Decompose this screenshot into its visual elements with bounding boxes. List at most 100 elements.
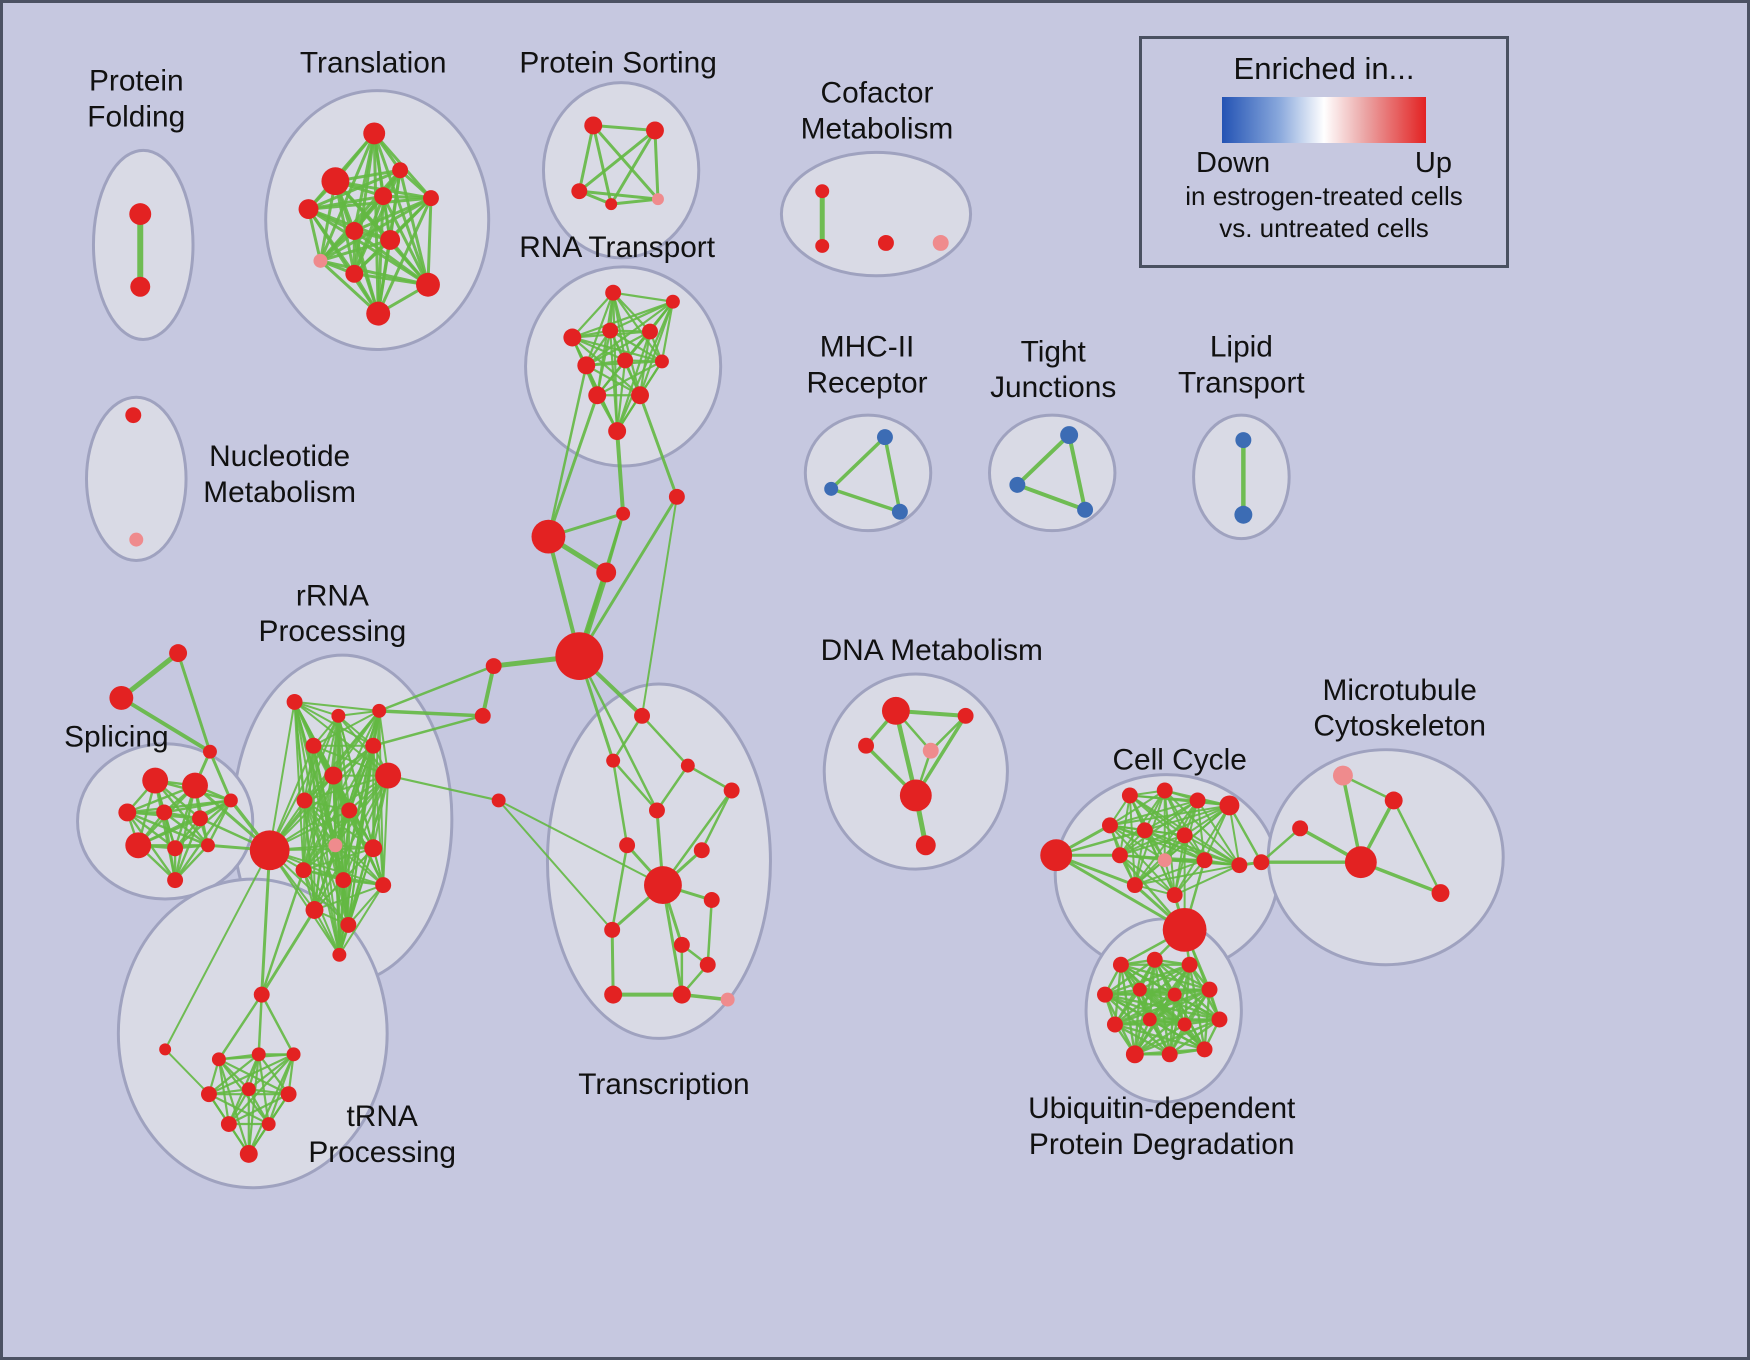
- edge: [119, 695, 212, 754]
- edge: [1143, 829, 1241, 867]
- edge: [571, 336, 642, 397]
- node-rr15: [305, 901, 324, 919]
- node-cc5: [1219, 795, 1240, 816]
- node-cc11: [1196, 852, 1213, 869]
- edge: [426, 196, 433, 287]
- node-rt10: [631, 386, 650, 405]
- edge: [347, 809, 351, 926]
- edge: [207, 1093, 270, 1126]
- edge: [577, 189, 660, 201]
- cluster-label-dna-metabolism: DNA Metabolism: [821, 634, 1043, 667]
- edge: [686, 764, 733, 792]
- edge: [268, 700, 296, 852]
- edge: [1128, 794, 1206, 862]
- node-ps4: [605, 198, 618, 211]
- legend-down-up-row: Down Up: [1196, 147, 1452, 180]
- edge: [577, 123, 595, 193]
- node-spt2: [109, 685, 134, 710]
- edge: [638, 393, 679, 499]
- edge: [118, 650, 181, 701]
- cluster-label-splicing: Splicing: [64, 721, 169, 754]
- node-dm6: [915, 835, 936, 856]
- edge: [1113, 988, 1211, 1026]
- edge: [352, 272, 430, 287]
- node-mh2: [824, 481, 839, 496]
- edge: [497, 799, 614, 931]
- edge: [247, 1053, 295, 1155]
- node-cc9: [1111, 847, 1128, 864]
- node-ub2: [1146, 951, 1163, 968]
- edge: [371, 714, 484, 747]
- edge: [829, 435, 887, 491]
- edge: [1133, 864, 1241, 887]
- edge: [302, 799, 306, 872]
- node-cc1: [1040, 839, 1073, 872]
- edge: [207, 1053, 295, 1096]
- node-nm2: [129, 532, 144, 547]
- node-rr14: [375, 877, 392, 894]
- cluster-label-rna-transport: RNA Transport: [519, 231, 716, 264]
- edge: [307, 168, 402, 211]
- node-dm3: [858, 737, 875, 754]
- node-tn4: [251, 1047, 266, 1062]
- node-tn8: [280, 1086, 297, 1103]
- edge: [342, 774, 390, 882]
- edge: [302, 847, 375, 872]
- edge: [546, 393, 599, 539]
- edge: [700, 789, 733, 852]
- node-ub14: [1196, 1041, 1213, 1058]
- node-tr1: [363, 122, 386, 145]
- cluster-cofactor-metabolism: [779, 150, 973, 278]
- node-tx3: [680, 758, 695, 773]
- node-tx2: [606, 753, 621, 768]
- node-rr9: [341, 802, 358, 819]
- node-rr7: [375, 762, 402, 789]
- node-ub10: [1177, 1017, 1192, 1032]
- edge: [611, 759, 629, 847]
- edge: [640, 714, 690, 767]
- edge: [227, 1093, 290, 1126]
- node-sp9: [200, 838, 215, 853]
- node-mt1: [1332, 765, 1353, 786]
- node-dm4: [922, 742, 939, 759]
- node-rt1: [605, 284, 622, 301]
- node-tr8: [313, 253, 328, 268]
- node-tx7: [693, 842, 710, 859]
- edge: [1260, 827, 1302, 864]
- edge: [293, 700, 381, 712]
- node-sp10: [167, 872, 184, 889]
- edge: [164, 849, 271, 1051]
- node-ub1: [1112, 956, 1129, 973]
- edge: [377, 664, 495, 713]
- node-ub8: [1106, 1016, 1123, 1033]
- node-tx14: [720, 992, 735, 1007]
- edge: [1228, 804, 1241, 867]
- node-rt9: [588, 386, 607, 405]
- node-tx9: [604, 921, 621, 938]
- edge: [334, 844, 385, 887]
- edge: [660, 300, 674, 363]
- edge: [577, 512, 625, 658]
- node-rr1: [286, 693, 303, 710]
- edge: [268, 849, 341, 956]
- node-ps5: [651, 193, 664, 206]
- node-tx1: [634, 707, 650, 724]
- edge: [1133, 859, 1206, 887]
- node-cc2: [1121, 787, 1138, 804]
- edge: [1228, 804, 1263, 864]
- cluster-label-cell-cycle: Cell Cycle: [1112, 744, 1246, 777]
- edge: [653, 128, 660, 201]
- cluster-label-translation: Translation: [300, 47, 447, 80]
- node-mt4: [1431, 884, 1450, 903]
- node-tx10: [673, 936, 690, 953]
- edge: [334, 774, 390, 847]
- legend-gradient-bar: [1222, 97, 1426, 143]
- edge: [1203, 804, 1231, 862]
- node-rr6: [324, 766, 343, 785]
